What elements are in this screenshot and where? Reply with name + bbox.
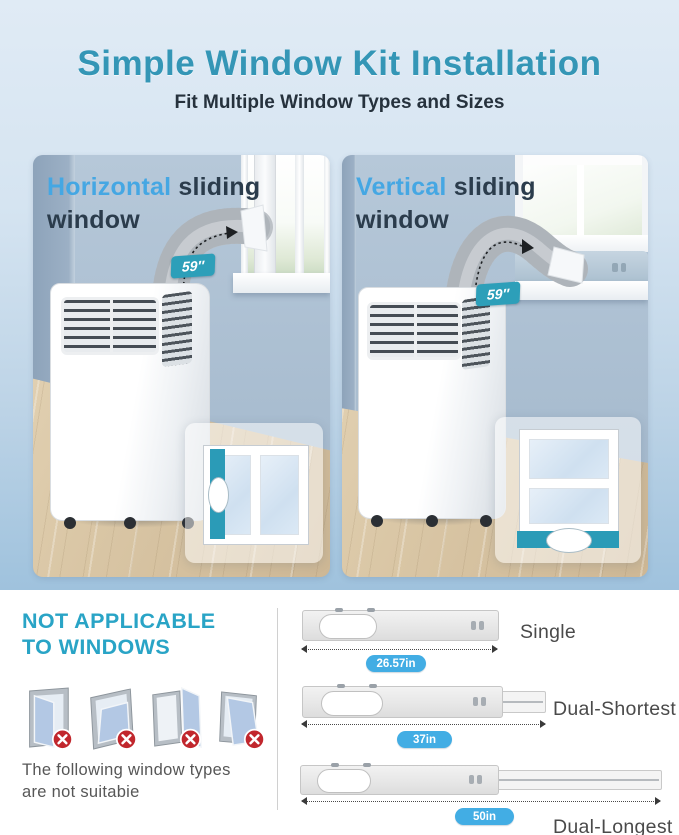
panel-vent-hole [317,769,371,793]
ac-side-vent-grille [462,296,490,370]
exhaust-hose-graphic [444,215,588,339]
ac-caster-wheel [480,515,492,527]
scene-heading-line2: window [356,206,449,234]
panel-latch [473,697,486,706]
caption-line1: The following window types [22,761,231,779]
ac-side-vent-grille [162,290,192,368]
section-divider [277,608,278,810]
window-frame-bar [515,155,523,251]
tilt-turn-window-icon [219,691,266,750]
measure-line-dual-long [301,797,661,811]
kit-vent-hole [546,528,592,553]
scene-heading-highlight: Horizontal [47,173,172,201]
ac-caster-wheel [64,517,76,529]
scene-heading-rest: sliding [446,173,536,201]
window-frame-bar [295,155,304,277]
mini-window-pane [527,437,611,481]
hose-length-badge: 59″ [475,281,521,307]
scene-heading: Vertical sliding window [356,171,536,237]
hero-section: Simple Window Kit Installation Fit Multi… [0,0,679,590]
mini-window-pane [258,453,301,537]
measure-line-dual-short [301,720,546,734]
window-diagram-inset [495,417,641,563]
scene-heading-rest: sliding [171,173,261,201]
kit-label-dual-short: Dual-Shortest [553,698,677,720]
length-pill-dual-short: 37in [397,731,452,748]
window-frame-bar [642,155,648,251]
panel-latch [469,775,482,784]
kit-vent-hole [208,477,229,513]
mini-window-pane [527,486,611,526]
tilt-window-icon [90,688,138,750]
page-title: Simple Window Kit Installation [77,44,602,83]
horizontal-sliding-window [233,155,330,295]
window-diagram-inset [185,423,323,563]
slider-panel-dual-short [302,684,503,718]
wide-open-casement-window-icon [152,686,202,750]
kit-label-single: Single [520,621,577,643]
window-frame-bar [324,155,330,277]
slider-extension-long [494,770,662,790]
window-blind-bar [515,155,648,167]
ac-caster-wheel [124,517,136,529]
ac-front-vent-grille [367,302,461,360]
not-applicable-caption: The following window types are not suita… [22,760,231,804]
window-sill [515,281,648,300]
page-subtitle: Fit Multiple Window Types and Sizes [174,92,505,113]
slider-extension-short [499,691,546,713]
panel-vent-hole [321,691,383,716]
bottom-section: NOT APPLICABLE TO WINDOWS [0,590,679,835]
panel-latch [471,621,484,630]
unsupported-window-icons [18,682,268,756]
caption-line2: are not suitabie [22,782,140,801]
window-sill [233,273,330,293]
scene-vertical-sliding: 59″ Vertical sliding window [342,155,648,577]
slider-panel-dual-long [300,763,499,795]
panel-vent-hole [319,614,377,639]
hose-length-badge: 59″ [170,253,216,279]
length-pill-single: 26.57in [366,655,426,672]
ac-caster-wheel [371,515,383,527]
mini-vertical-window [519,429,619,543]
not-applicable-heading: NOT APPLICABLE TO WINDOWS [22,608,216,660]
not-applicable-line1: NOT APPLICABLE [22,609,216,633]
kit-latch-marks [612,263,626,272]
window-mullion [577,165,584,237]
kit-label-dual-long: Dual-Longest [553,816,673,835]
scene-horizontal-sliding: 59″ Horizontal sliding window [33,155,330,577]
length-pill-dual-long: 50in [455,808,514,825]
measure-line-single [301,645,498,659]
ac-caster-wheel [426,515,438,527]
ac-front-vent-grille [61,297,159,355]
scene-heading-highlight: Vertical [356,173,447,201]
scene-heading-line2: window [47,206,140,234]
scene-heading: Horizontal sliding window [47,171,260,237]
casement-window-icon [29,687,74,750]
portable-air-conditioner [44,283,224,531]
slider-panel-single [302,608,499,641]
portable-air-conditioner [352,287,520,529]
not-applicable-line2: TO WINDOWS [22,635,171,660]
